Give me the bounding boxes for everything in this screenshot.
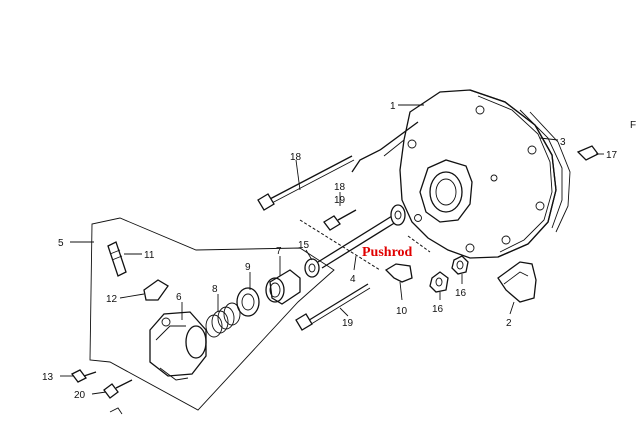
callout-7: 7 bbox=[276, 246, 282, 257]
callout-10: 10 bbox=[396, 306, 408, 317]
callout-19-lower: 19 bbox=[342, 318, 354, 329]
leader-lines bbox=[60, 104, 604, 395]
callout-16-right: 16 bbox=[455, 288, 467, 299]
pushrod bbox=[317, 204, 406, 269]
callout-labels: 1 3 17 18 18 19 19 5 11 12 6 8 9 7 15 4 … bbox=[42, 101, 636, 401]
hose-bracket bbox=[497, 261, 537, 303]
callout-17: 17 bbox=[606, 150, 618, 161]
piston-seal bbox=[236, 287, 260, 317]
callout-12: 12 bbox=[106, 294, 118, 305]
cover-bearing-boss bbox=[419, 159, 473, 223]
slave-cylinder-body bbox=[149, 311, 207, 381]
callout-19: 19 bbox=[334, 195, 346, 206]
callout-5: 5 bbox=[58, 238, 64, 249]
callout-3: 3 bbox=[560, 137, 566, 148]
callout-16-left: 16 bbox=[432, 304, 444, 315]
callout-1: 1 bbox=[390, 101, 396, 112]
nut-16-left bbox=[429, 271, 449, 293]
callout-20: 20 bbox=[74, 390, 86, 401]
callout-18: 18 bbox=[334, 182, 346, 193]
bolt-18 bbox=[323, 209, 357, 231]
callout-6: 6 bbox=[176, 292, 182, 303]
bolt-13 bbox=[71, 369, 97, 383]
callout-8: 8 bbox=[212, 284, 218, 295]
callout-15: 15 bbox=[298, 240, 310, 251]
hose-clip bbox=[384, 263, 413, 283]
callout-2: 2 bbox=[506, 318, 512, 329]
bolt-19-lower bbox=[295, 283, 371, 331]
bleeder-valve bbox=[107, 241, 127, 277]
callout-4: 4 bbox=[350, 274, 356, 285]
clutch-cover bbox=[351, 89, 571, 259]
bolt-20 bbox=[103, 379, 133, 399]
bleeder-cap bbox=[143, 279, 169, 301]
bolt-19-upper bbox=[257, 155, 355, 211]
nut-16-right bbox=[451, 255, 469, 275]
callout-9: 9 bbox=[245, 262, 251, 273]
callout-f: F bbox=[630, 120, 636, 131]
rubber-plug bbox=[576, 145, 599, 161]
callout-18-upper: 18 bbox=[290, 152, 302, 163]
slave-piston bbox=[265, 269, 301, 305]
oil-seal bbox=[304, 258, 320, 278]
callout-13: 13 bbox=[42, 372, 54, 383]
pushrod-highlight-label: Pushrod bbox=[362, 245, 413, 260]
callout-11: 11 bbox=[144, 250, 155, 261]
spring bbox=[205, 302, 241, 338]
